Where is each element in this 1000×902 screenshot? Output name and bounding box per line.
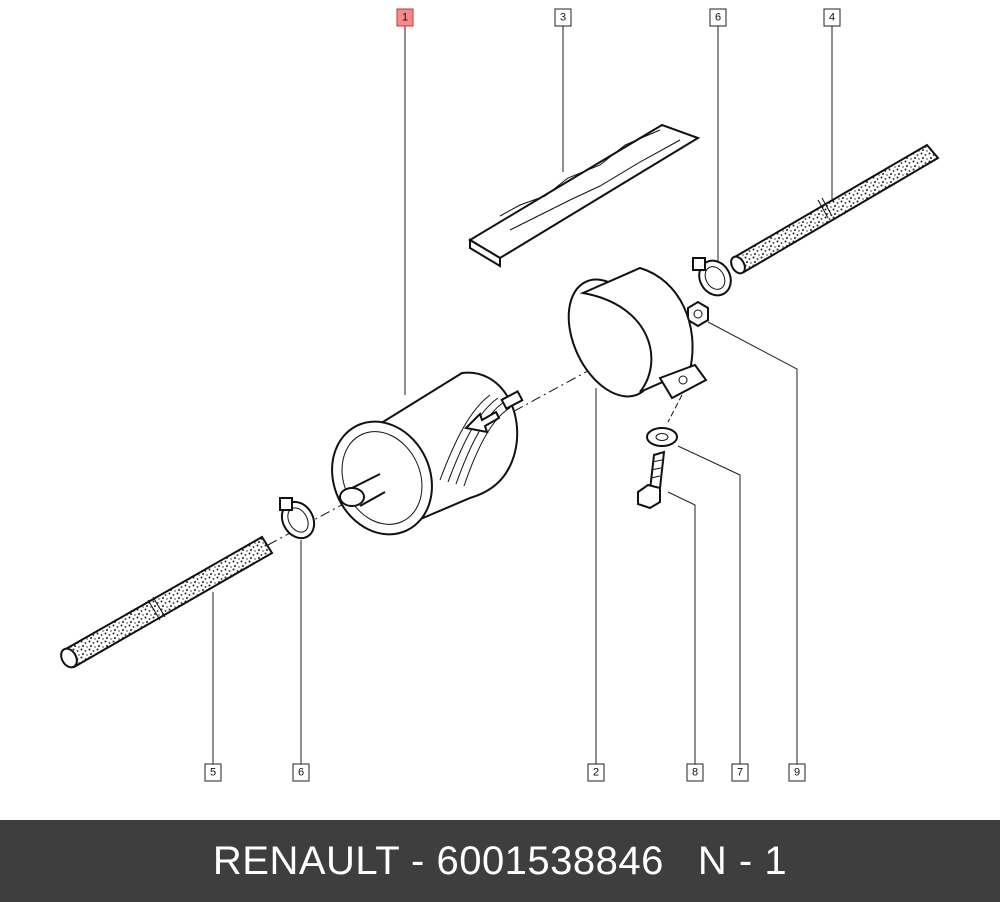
hose-clamp-lower: [279, 497, 316, 540]
callout-6-lower[interactable]: 6: [292, 763, 310, 782]
hose-lower-left: [60, 535, 274, 669]
fuel-filter: [331, 371, 524, 536]
leader-lines: [212, 26, 833, 764]
bolt: [637, 450, 666, 510]
svg-text:9: 9: [794, 767, 800, 779]
callout-2[interactable]: 2: [587, 763, 605, 782]
svg-text:6: 6: [715, 12, 721, 24]
callout-3[interactable]: 3: [554, 8, 572, 27]
svg-text:2: 2: [593, 767, 599, 779]
callout-8[interactable]: 8: [686, 763, 704, 782]
svg-text:4: 4: [829, 12, 835, 24]
callout-9[interactable]: 9: [788, 763, 806, 782]
diagram-position: N - 1: [697, 838, 788, 883]
callout-6-upper[interactable]: 6: [709, 8, 727, 27]
svg-text:8: 8: [692, 767, 698, 779]
hose-clamp-upper: [692, 257, 732, 297]
brand-part-number: RENAULT - 6001538846: [212, 838, 664, 883]
callout-1[interactable]: 1: [396, 8, 414, 27]
washer: [646, 427, 678, 447]
callout-7[interactable]: 7: [731, 763, 749, 782]
callout-4[interactable]: 4: [823, 8, 841, 27]
parts-diagram: 1 3 6 4 5 6 2 8 7 9: [60, 8, 940, 782]
mounting-clamp: [567, 266, 708, 400]
nut: [687, 300, 709, 328]
svg-text:6: 6: [298, 767, 304, 779]
part-number-footer: RENAULT - 6001538846 N - 1: [0, 820, 1000, 902]
callout-5[interactable]: 5: [204, 763, 222, 782]
svg-text:3: 3: [560, 12, 566, 24]
svg-text:7: 7: [737, 767, 743, 779]
svg-text:1: 1: [402, 12, 408, 24]
bracket-plate: [468, 123, 701, 268]
hose-upper-right: [730, 143, 940, 275]
svg-text:5: 5: [210, 767, 216, 779]
